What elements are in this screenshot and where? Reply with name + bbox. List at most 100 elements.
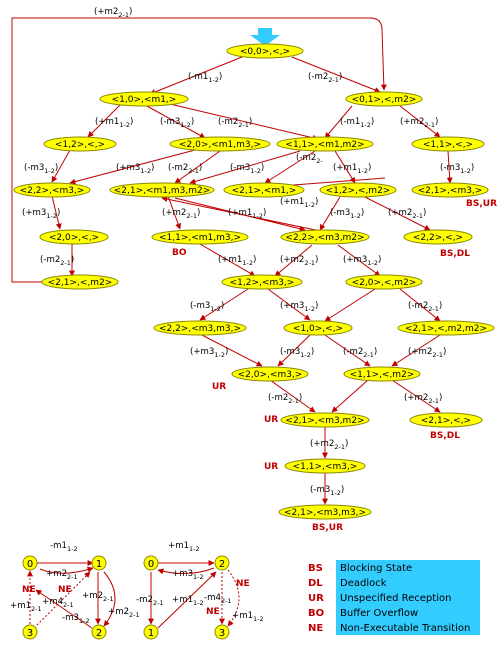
mini-edge-label: +m22-1 bbox=[46, 569, 78, 581]
state-node: <1,1>,<m1,m3,> bbox=[151, 229, 249, 245]
state-node: <1,2>,<,> bbox=[43, 136, 117, 152]
edge-label: (+m11-2) bbox=[333, 163, 371, 175]
state-node: <2,1>,<m3,m3,> bbox=[278, 504, 372, 520]
state-node: <2,2>,<m3,> bbox=[13, 182, 91, 198]
svg-text:2: 2 bbox=[219, 559, 225, 570]
svg-text:NE: NE bbox=[308, 623, 323, 634]
svg-text:<0,0>,<,>: <0,0>,<,> bbox=[240, 47, 290, 57]
edge-labels: (+m22-1) (-m11-2) (-m22-1) (+m11-2) (-m3… bbox=[22, 7, 474, 497]
mini-state: 0 bbox=[22, 555, 38, 571]
edge-label: (-m22-1) bbox=[268, 393, 302, 405]
mini-edge-label: +m42-1 bbox=[42, 597, 74, 609]
edge-label: (+m22-1) bbox=[280, 255, 318, 267]
svg-text:0: 0 bbox=[27, 559, 33, 570]
svg-text:DL: DL bbox=[308, 578, 323, 589]
edge-label: (+m31-2) bbox=[190, 347, 228, 359]
mini-edge-label: -m31-2 bbox=[62, 613, 90, 625]
edge-label: (-m31-2) bbox=[280, 347, 314, 359]
mini-state: 3 bbox=[214, 624, 230, 640]
ne-tag: NE bbox=[236, 579, 250, 589]
edge-label: (-m31-2) bbox=[310, 485, 344, 497]
edge-label: (-m11-2) bbox=[340, 117, 374, 129]
mini-edge-label: -m22-1 bbox=[136, 595, 164, 607]
edge-label: (+m11-2) bbox=[228, 208, 266, 220]
svg-text:<2,0>,<m3,>: <2,0>,<m3,> bbox=[238, 370, 303, 380]
svg-text:1: 1 bbox=[96, 559, 102, 570]
edge-label: (-m31-2) bbox=[230, 163, 264, 175]
state-tag: BO bbox=[172, 248, 187, 258]
mini-edge-label: +m31-2 bbox=[172, 569, 204, 581]
state-tag: UR bbox=[264, 415, 278, 425]
legend-item: UR Unspecified Reception bbox=[308, 593, 451, 604]
mini-state: 3 bbox=[22, 624, 38, 640]
edge-label: (-m22-1) bbox=[168, 163, 202, 175]
state-node: <2,0>,<m3,> bbox=[231, 366, 309, 382]
svg-text:<1,0>,<m1,>: <1,0>,<m1,> bbox=[112, 95, 177, 105]
svg-text:<2,1>,<m3,>: <2,1>,<m3,> bbox=[418, 186, 483, 196]
state-node: <2,0>,<,m2> bbox=[345, 274, 423, 290]
svg-text:1: 1 bbox=[148, 628, 154, 639]
edge-label: (+m22-1) bbox=[162, 208, 200, 220]
svg-text:<1,2>,<,>: <1,2>,<,> bbox=[55, 140, 105, 150]
svg-text:<1,1>,<,>: <1,1>,<,> bbox=[423, 140, 473, 150]
state-node: <0,0>,<,> bbox=[226, 43, 304, 59]
machine-diagram-left: 0 1 3 2 -m11-2 +m22-1 +m22-1 +m22-1 -m31… bbox=[10, 541, 140, 640]
mini-state: 1 bbox=[91, 555, 107, 571]
svg-text:<1,0>,<,>: <1,0>,<,> bbox=[293, 324, 343, 334]
edge-label: (-m22-1) bbox=[408, 301, 442, 313]
legend-item: DL Deadlock bbox=[308, 578, 387, 589]
ne-tag: NE bbox=[58, 585, 72, 595]
state-node: <1,1>,<m1,m2> bbox=[276, 136, 374, 152]
state-node: <1,2>,<,m2> bbox=[319, 182, 397, 198]
svg-text:<1,1>,<m3,>: <1,1>,<m3,> bbox=[293, 462, 358, 472]
mini-state: 2 bbox=[91, 624, 107, 640]
state-tag: BS,UR bbox=[312, 523, 343, 533]
state-node: <1,1>,<m3,> bbox=[284, 458, 366, 474]
edge-label: (+m31-2) bbox=[22, 208, 60, 220]
svg-text:Deadlock: Deadlock bbox=[340, 578, 387, 589]
svg-text:<2,2>,<m3,>: <2,2>,<m3,> bbox=[20, 186, 85, 196]
svg-text:<2,1>,<m1,m3,m2>: <2,1>,<m1,m3,m2> bbox=[114, 186, 211, 196]
mini-edge-label: -m11-2 bbox=[50, 541, 78, 553]
svg-text:<1,1>,<,m2>: <1,1>,<,m2> bbox=[350, 370, 415, 380]
edge-label: (+m22-1) bbox=[408, 347, 446, 359]
edge-label: (-m31-2) bbox=[440, 163, 474, 175]
machine-diagram-right: 0 2 1 3 +m11-2 +m31-2 -m22-1 +m11-2 -m42… bbox=[136, 541, 264, 640]
svg-text:<2,2>,<m3,m3,>: <2,2>,<m3,m3,> bbox=[159, 324, 241, 334]
edge-label: (-m31-2) bbox=[330, 208, 364, 220]
start-arrow-icon bbox=[250, 28, 280, 46]
edge-label: (+m11-2) bbox=[218, 255, 256, 267]
state-node: <1,0>,<m1,> bbox=[99, 91, 189, 107]
edge-label: (+m31-2) bbox=[343, 255, 381, 267]
edge-label: (-m31-2) bbox=[190, 301, 224, 313]
edge-label: (-m31-2) bbox=[160, 117, 194, 129]
edge-label: (-m22- bbox=[296, 153, 323, 165]
svg-text:Unspecified Reception: Unspecified Reception bbox=[340, 593, 451, 604]
mini-state: 2 bbox=[214, 555, 230, 571]
state-node: <2,2>,<m3,m3,> bbox=[153, 320, 247, 336]
svg-text:<2,1>,<m3,m2>: <2,1>,<m3,m2> bbox=[285, 416, 364, 426]
svg-text:UR: UR bbox=[308, 593, 324, 604]
svg-text:<1,1>,<m1,m3,>: <1,1>,<m1,m3,> bbox=[159, 233, 241, 243]
svg-text:<2,2>,<,>: <2,2>,<,> bbox=[413, 233, 463, 243]
mini-state: 0 bbox=[143, 555, 159, 571]
svg-text:0: 0 bbox=[148, 559, 154, 570]
legend-item: BS Blocking State bbox=[308, 563, 412, 574]
svg-text:Blocking State: Blocking State bbox=[340, 563, 412, 574]
state-node: <2,2>,<,> bbox=[403, 229, 473, 245]
state-node: <2,0>,<m1,m3,> bbox=[169, 136, 271, 152]
edge-label-loop: (+m22-1) bbox=[94, 7, 132, 19]
svg-text:<1,2>,<m3,>: <1,2>,<m3,> bbox=[230, 278, 295, 288]
svg-text:<2,1>,<,m2>: <2,1>,<,m2> bbox=[48, 278, 113, 288]
edge-label: (-m22-1) bbox=[40, 255, 74, 267]
mini-edge-label: -m42-1 bbox=[204, 593, 232, 605]
legend-item: NE Non-Executable Transition bbox=[308, 623, 470, 634]
svg-text:BS: BS bbox=[308, 563, 323, 574]
svg-text:<2,1>,<,m2,m2>: <2,1>,<,m2,m2> bbox=[405, 324, 487, 334]
mini-edge-label: +m22-1 bbox=[82, 591, 114, 603]
edge-label: (-m22-1) bbox=[343, 347, 377, 359]
svg-text:BO: BO bbox=[308, 608, 324, 619]
svg-text:<1,2>,<,m2>: <1,2>,<,m2> bbox=[326, 186, 391, 196]
edge-label: (+m22-1) bbox=[310, 439, 348, 451]
